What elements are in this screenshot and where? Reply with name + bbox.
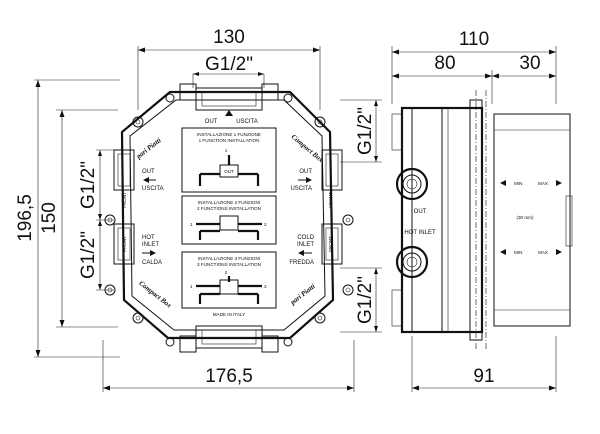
side-min-bottom: MIN <box>514 250 522 255</box>
panel1-valve-tag: OUT <box>224 169 234 174</box>
panel2-port-1: 1 <box>190 222 193 227</box>
dim-side-total: 110 <box>391 29 557 104</box>
panel1-title-it: INSTALLAZIONE 1 FUNZIONE <box>197 132 261 137</box>
side-min-max-top: MIN MAX <box>500 180 562 186</box>
left-front-tag-1: FRONT <box>122 192 127 208</box>
right-front-tag-1: FRONT <box>328 192 333 208</box>
right-front-tag-2: FRONT <box>328 236 333 252</box>
side-depth-note: (30 mm) <box>516 215 534 220</box>
side-max-bottom: MAX <box>538 250 548 255</box>
bottom-fitting: MADE IN ITALY <box>179 312 279 353</box>
mounting-lugs <box>104 93 354 347</box>
right-fittings: FRONT FRONT OUT USCITA COLD INLET FREDDA <box>289 149 343 266</box>
left-uscita-label: USCITA <box>142 186 164 192</box>
dim-inner-height-label: 150 <box>39 202 60 234</box>
dim-right-threads: G1/2" G1/2" <box>340 99 382 333</box>
dim-side-total-label: 110 <box>459 29 489 50</box>
right-cold-label: COLD <box>297 235 314 241</box>
dim-inner-height: 150 <box>39 109 118 328</box>
dim-side-30-label: 30 <box>519 53 540 74</box>
panel3-port-1: 1 <box>190 284 193 289</box>
panel1-title-en: 1 FUNCTION INSTALLATION <box>199 138 260 143</box>
right-out-label: OUT <box>299 169 312 175</box>
side-out-port: OUT <box>395 167 429 215</box>
dim-right-thread-bottom-label: G1/2" <box>355 276 376 324</box>
top-outlet-fitting: OUT USCITA <box>179 83 279 125</box>
side-hot-inlet-label: HOT INLET <box>404 230 436 236</box>
side-out-label: OUT <box>414 209 427 215</box>
dim-side-80-label: 80 <box>434 53 455 74</box>
dim-left-thread-top-label: G1/2" <box>78 161 99 209</box>
left-calda-label: CALDA <box>142 260 162 266</box>
left-hot-label: HOT <box>142 235 155 241</box>
left-inlet-label: INLET <box>142 242 159 248</box>
dim-top-thread: G1/2" <box>192 54 265 88</box>
dim-top-width: 130 <box>137 27 321 110</box>
left-fittings: FRONT FRONT OUT USCITA HOT INLET CALDA <box>113 149 164 266</box>
top-uscita-label: USCITA <box>236 119 258 125</box>
panel2-title-it: INSTALLAZIONE 2 FUNZIONI <box>198 200 260 205</box>
brand-top-left: pari Piatti <box>134 136 163 161</box>
panel2-title-en: 2 FUNCTIONS INSTALLATION <box>197 206 261 211</box>
installation-panel-2: INSTALLAZIONE 2 FUNZIONI 2 FUNCTIONS INS… <box>181 195 277 245</box>
side-min-max-bottom: MIN MAX <box>500 249 562 255</box>
panel3-port-3: 3 <box>264 284 267 289</box>
installation-panel-3: INSTALLAZIONE 3 FUNZIONI 3 FUNCTIONS INS… <box>181 251 277 309</box>
dim-top-width-label: 130 <box>213 27 245 48</box>
side-view: OUT HOT INLET MIN MAX (30 mm) MIN MAX <box>391 90 573 350</box>
dim-outer-height-label: 196,5 <box>15 194 36 242</box>
dim-left-thread-bottom-label: G1/2" <box>78 231 99 279</box>
brand-bottom-right: pari Piatti <box>288 282 317 307</box>
right-inlet-label: INLET <box>297 242 314 248</box>
left-out-label: OUT <box>142 169 155 175</box>
dim-top-thread-label: G1/2" <box>205 54 253 75</box>
side-max-top: MAX <box>538 181 548 186</box>
side-min-top: MIN <box>514 181 522 186</box>
installation-panel-1: INSTALLAZIONE 1 FUNZIONE 1 FUNCTION INST… <box>181 127 277 193</box>
dim-outer-height: 196,5 <box>15 79 120 358</box>
dim-side-bottom: 91 <box>411 336 557 392</box>
panel3-title-it: INSTALLAZIONE 3 FUNZIONI <box>198 256 260 261</box>
dim-side-bottom-label: 91 <box>473 366 494 387</box>
dim-left-threads: G1/2" G1/2" <box>78 149 114 291</box>
dim-bottom-width-label: 176,5 <box>205 366 253 387</box>
brand-top-right: Compact Box <box>290 133 325 165</box>
made-in-label: MADE IN ITALY <box>213 312 246 317</box>
front-view: OUT USCITA MADE IN ITALY FRONT FRONT OUT… <box>104 83 354 353</box>
panel1-port-1: 1 <box>225 148 228 153</box>
right-uscita-label: USCITA <box>290 186 312 192</box>
top-out-label: OUT <box>205 119 218 125</box>
panel3-title-en: 3 FUNCTIONS INSTALLATION <box>197 262 261 267</box>
side-hot-inlet-port: HOT INLET <box>395 230 436 279</box>
dim-side-80-30: 80 30 <box>392 53 556 104</box>
dim-right-thread-top-label: G1/2" <box>355 107 376 155</box>
dim-bottom-width: 176,5 <box>102 340 355 392</box>
left-front-tag-2: FRONT <box>122 236 127 252</box>
box-inner-outline <box>129 99 326 331</box>
right-fredda-label: FREDDA <box>289 260 314 266</box>
panel2-port-2: 2 <box>264 222 267 227</box>
side-cover <box>493 113 571 327</box>
box-outer-outline <box>120 90 335 340</box>
panel3-port-2: 2 <box>225 270 228 275</box>
